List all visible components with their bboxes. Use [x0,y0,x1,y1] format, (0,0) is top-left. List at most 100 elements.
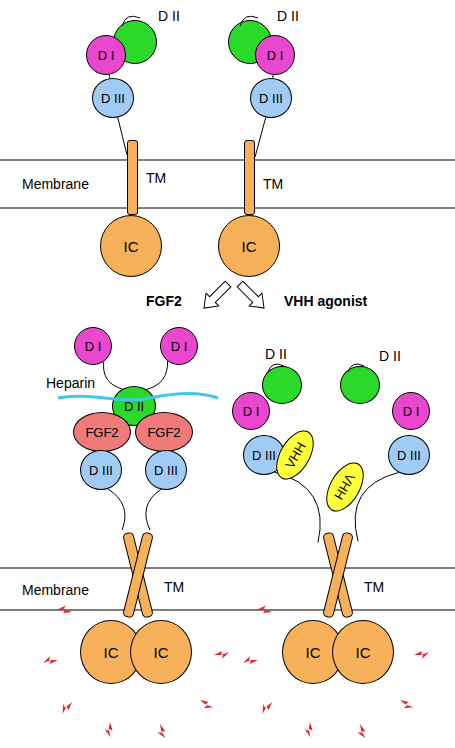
activation-spark [414,651,429,659]
domain-three: D III [145,450,187,490]
activation-spark [258,699,275,715]
linker-connector [104,362,123,389]
domain-label: IC [154,645,169,660]
domain-label: TM [164,580,184,594]
domain-label: D II [379,349,401,363]
activation-spark [214,651,229,659]
domain-two: D II [340,366,380,404]
linker-connector [146,489,161,530]
activation-spark [303,721,313,737]
crossed-helices [118,530,158,620]
domain-one: D I [392,392,430,430]
linker-line [275,472,321,542]
linker-line [146,361,167,389]
text-label: Membrane [22,583,89,597]
arrow-label: FGF2 [146,294,182,308]
domain-label: D I [98,49,115,62]
linker-connector [146,361,167,389]
domain-label: FGF2 [147,426,180,439]
domain-three: D III [92,78,134,118]
domain-label: D III [252,449,276,462]
intracellular-domain: IC [332,620,394,684]
domain-one: D I [86,35,126,75]
activation-spark [257,603,274,616]
linker-connector [108,489,125,530]
transmembrane-dimer: TM [118,530,158,620]
transmembrane-helix: TM [127,140,138,215]
linker-connector [118,117,127,155]
activation-spark [243,656,258,664]
domain-label: D II [124,400,144,413]
domain-label: D II [265,347,287,361]
domain-label: D III [101,92,125,105]
domain-label: D II [158,9,180,23]
domain-label: TM [263,177,283,191]
domain-label: D III [259,92,283,105]
block-arrow [198,278,235,315]
activation-spark [43,656,58,664]
domain-label: D I [85,340,102,353]
domain-one: D I [232,392,270,430]
helix-cylinder [123,532,154,618]
arrow-label: VHH agonist [284,294,367,308]
linker-line [118,117,127,155]
domain-label: D III [397,449,421,462]
domain-label: D III [154,464,178,477]
helix-cylinder [323,532,354,618]
domain-one: D I [160,327,198,365]
domain-label: TM [146,171,166,185]
membrane-line [0,159,455,160]
domain-label: IC [104,645,119,660]
domain-label: IC [242,239,257,254]
activation-spark [58,699,75,715]
membrane-line [0,567,455,568]
vhh-agonist: VHH [319,456,372,518]
helix-cylinder [323,532,354,618]
linker-line [104,362,123,389]
domain-three: D III [80,450,122,490]
activation-spark [356,723,366,739]
domain-label: IC [306,645,321,660]
domain-one: D I [74,327,112,365]
domain-one: D I [255,35,295,75]
transmembrane-dimer: TM [318,530,358,620]
intracellular-domain: IC [218,215,280,277]
fgf2-ligand: FGF2 [73,412,131,452]
crossed-helices [318,530,358,620]
domain-three: D III [250,78,292,118]
membrane-line [0,609,455,610]
domain-label: IC [124,239,139,254]
domain-label: TM [364,580,384,594]
fgf2-ligand: FGF2 [135,412,193,452]
activation-spark [197,697,214,713]
text-label: Heparin [46,376,95,390]
domain-label: D I [267,49,284,62]
block-arrow [234,278,271,315]
linker-connector [275,472,321,542]
intracellular-domain: IC [100,215,162,277]
linker-line [146,489,161,530]
helix-cylinder [123,532,154,618]
activation-spark [103,721,113,737]
intracellular-domain: IC [130,620,192,684]
domain-label: D I [171,340,188,353]
linker-line [255,117,266,157]
domain-label: IC [356,645,371,660]
linker-connector [255,117,266,157]
activation-spark [397,697,414,713]
domain-label: D II [277,9,299,23]
linker-line [108,489,125,530]
activation-spark [156,723,166,739]
activation-spark [57,603,74,616]
transmembrane-helix: TM [244,140,255,215]
domain-two: D II [262,366,302,404]
domain-label: FGF2 [85,426,118,439]
domain-label: VHH [333,472,358,502]
domain-label: VHH [283,440,308,470]
text-label: Membrane [22,177,89,191]
domain-label: D III [89,464,113,477]
domain-label: D I [243,405,260,418]
membrane-line [0,207,455,208]
domain-label: D I [403,405,420,418]
